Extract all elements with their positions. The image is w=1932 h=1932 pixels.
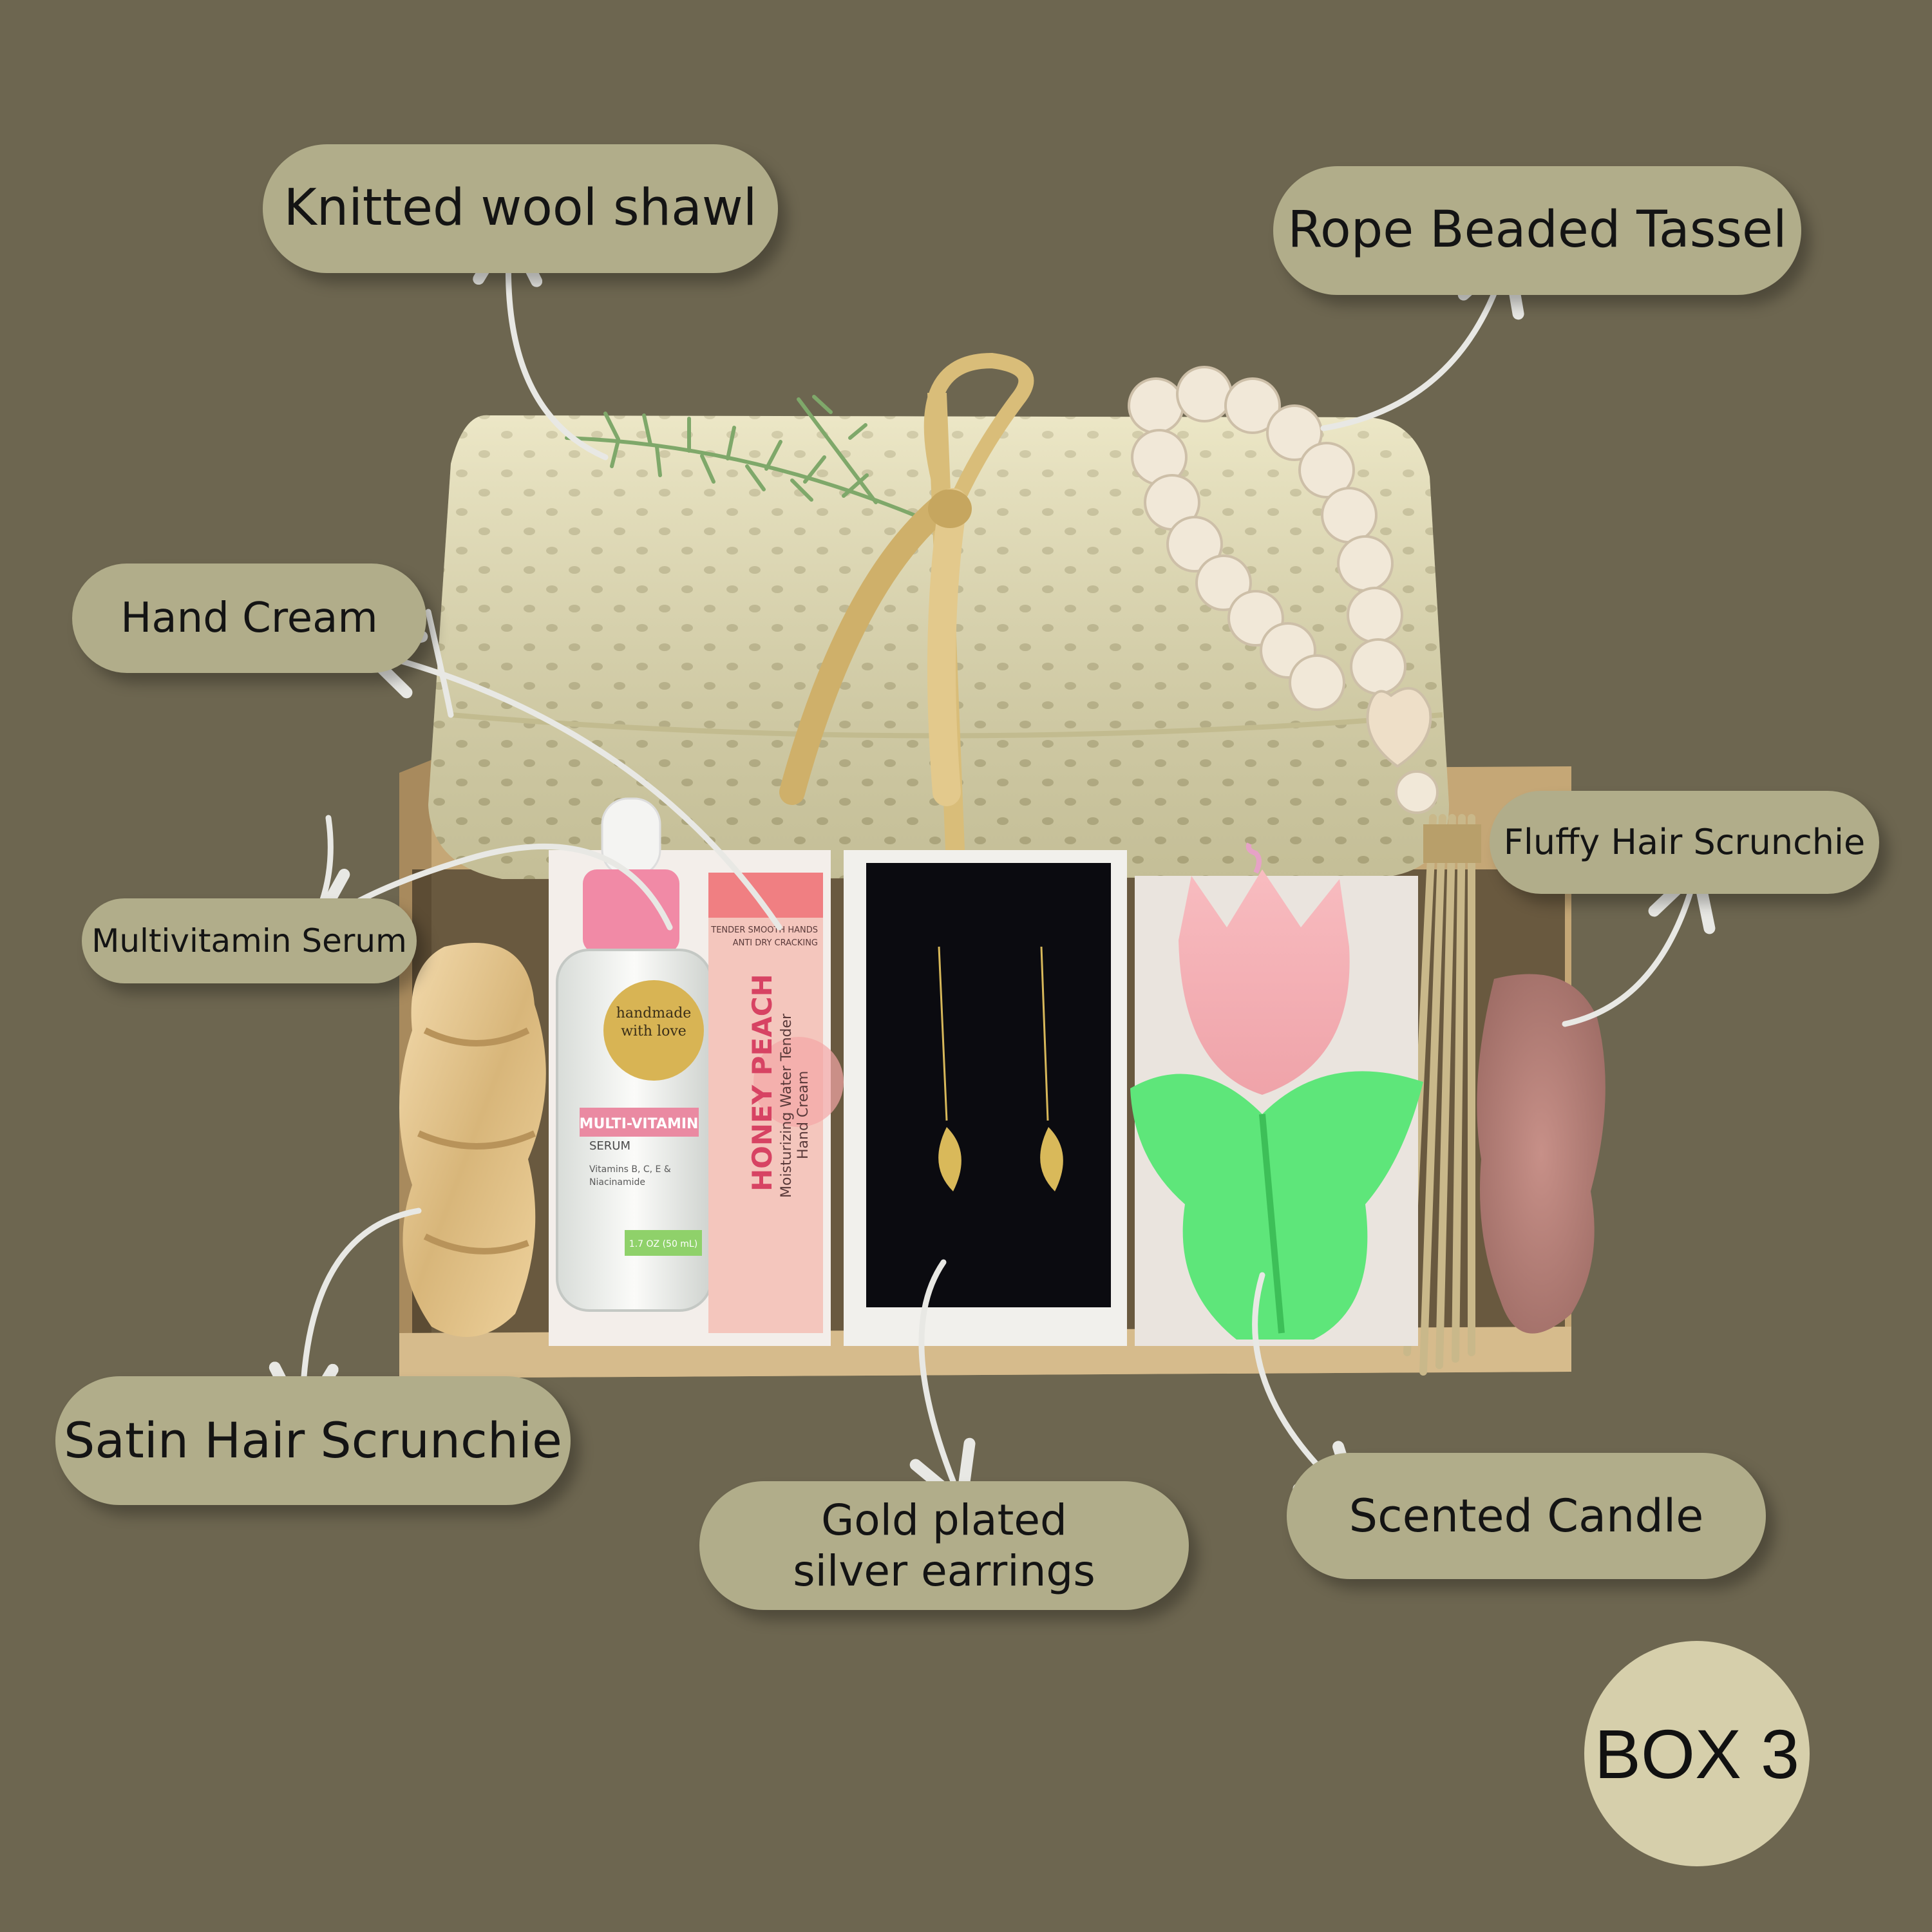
label-knitted-wool-shawl-text: Knitted wool shawl	[283, 179, 757, 238]
label-multivitamin-serum: Multivitamin Serum	[82, 898, 417, 983]
label-multivitamin-serum-text: Multivitamin Serum	[91, 922, 407, 960]
arrow-hand-cream	[358, 630, 782, 931]
hand-cream-brand: HONEY PEACH	[746, 974, 778, 1191]
greenery-sprig	[565, 395, 916, 517]
label-fluffy-hair-scrunchie: Fluffy Hair Scrunchie	[1490, 791, 1879, 894]
label-satin-hair-scrunchie: Satin Hair Scrunchie	[55, 1376, 571, 1505]
label-satin-hair-scrunchie-text: Satin Hair Scrunchie	[64, 1412, 562, 1470]
arrow-tassel	[1320, 249, 1524, 431]
hand-cream-top-1: TENDER SMOOTH HANDS	[710, 925, 818, 935]
label-earrings-line-2: silver earrings	[793, 1546, 1095, 1596]
hand-cream-desc-2: Hand Cream	[795, 1071, 811, 1159]
earring-box	[844, 850, 1127, 1346]
satin-ribbon	[779, 352, 1034, 882]
sticker-text-1: handmade	[616, 1005, 692, 1021]
arrow-candle	[1252, 1272, 1363, 1510]
fluffy-scrunchie	[1477, 974, 1605, 1334]
arrow-earrings	[909, 1259, 976, 1509]
label-earrings-line-1: Gold plated	[821, 1495, 1067, 1545]
arrow-satin	[269, 1208, 422, 1426]
rope-beaded-tassel	[1128, 366, 1439, 814]
serum-ingredients-1: Vitamins B, C, E &	[589, 1164, 671, 1175]
label-hand-cream-text: Hand Cream	[120, 594, 378, 642]
tulip-candle	[1130, 842, 1423, 1340]
hand-cream-top-2: ANTI DRY CRACKING	[733, 938, 818, 948]
pointer-arrows	[269, 222, 1716, 1510]
satin-scrunchie	[399, 943, 546, 1337]
hand-cream-sachet: HONEY PEACH Moisturizing Water Tender Ha…	[708, 873, 844, 1333]
arrow-fluffy	[1562, 864, 1716, 1027]
label-knitted-wool-shawl: Knitted wool shawl	[263, 144, 778, 273]
sticker-text-2: with love	[621, 1023, 687, 1039]
label-rope-beaded-tassel: Rope Beaded Tassel	[1273, 166, 1801, 295]
label-rope-beaded-tassel-text: Rope Beaded Tassel	[1287, 201, 1787, 260]
label-gold-plated-silver-earrings: Gold plated silver earrings	[699, 1481, 1189, 1610]
hand-cream-desc-1: Moisturizing Water Tender	[779, 1013, 795, 1198]
label-scented-candle: Scented Candle	[1287, 1453, 1766, 1579]
arrow-hand-cream-tail	[425, 609, 454, 718]
label-fluffy-hair-scrunchie-text: Fluffy Hair Scrunchie	[1503, 821, 1866, 862]
serum-bottle: handmade with love MULTI-VITAMIN SERUM V…	[556, 797, 713, 1312]
serum-sub-text: SERUM	[589, 1139, 630, 1153]
arrow-serum	[309, 843, 673, 933]
arrow-shawl	[473, 222, 609, 460]
serum-volume-text: 1.7 OZ (50 mL)	[629, 1239, 697, 1249]
serum-brand-text: MULTI-VITAMIN	[580, 1116, 699, 1132]
serum-ingredients-2: Niacinamide	[589, 1177, 645, 1188]
box-number-badge: BOX 3	[1584, 1641, 1810, 1866]
label-scented-candle-text: Scented Candle	[1349, 1490, 1704, 1542]
label-hand-cream: Hand Cream	[72, 564, 426, 673]
arrow-serum-tail	[319, 815, 334, 905]
